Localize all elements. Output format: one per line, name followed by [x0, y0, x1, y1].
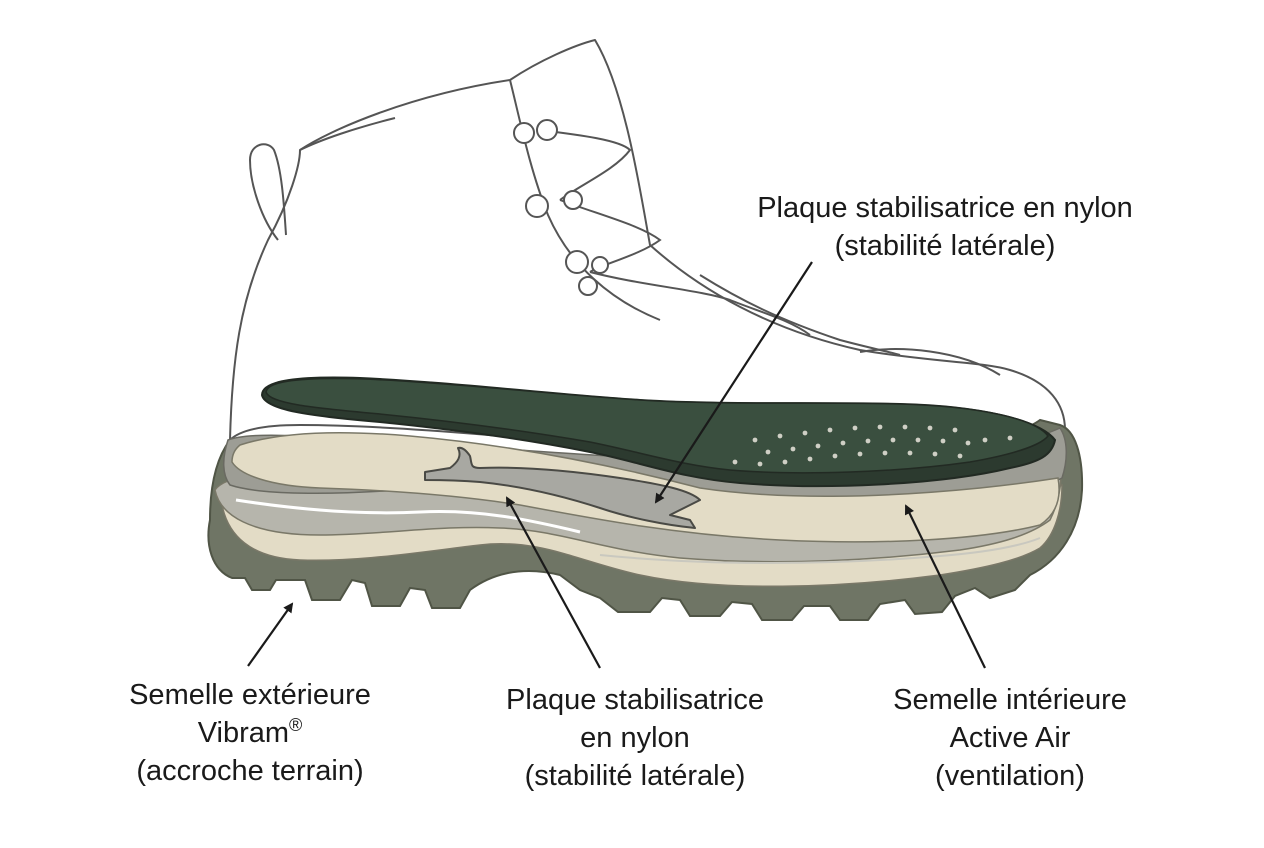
label-line: (stabilité latérale) — [524, 760, 746, 792]
label-line: Semelle extérieure — [129, 679, 371, 711]
toe-cap-line — [859, 348, 1001, 376]
eyelet-hook-5 — [565, 250, 589, 274]
label-line: (accroche terrain) — [136, 755, 364, 787]
label-line: Semelle intérieure — [893, 684, 1127, 716]
eyelet-hook-2 — [536, 119, 558, 141]
collar-line — [299, 117, 396, 151]
label-insole: Semelle intérieure Active Air (ventilati… — [850, 681, 1170, 795]
eyelet-hook-1 — [513, 122, 535, 144]
label-outsole: Semelle extérieure Vibram® (accroche ter… — [80, 676, 420, 790]
label-nylon-plate-top: Plaque stabilisatrice en nylon (stabilit… — [715, 189, 1175, 265]
eyelet-hook-4 — [563, 190, 583, 210]
eyelet-hook-3 — [525, 194, 549, 218]
brand-name: Vibram — [197, 717, 290, 749]
label-line: (ventilation) — [935, 760, 1085, 792]
sole-stripe-2 — [599, 537, 1041, 565]
lace-3 — [589, 271, 811, 336]
lacing — [513, 119, 901, 356]
lace-1 — [539, 129, 632, 201]
eyelet-hook-6 — [578, 276, 598, 296]
label-nylon-plate: Plaque stabilisatrice en nylon (stabilit… — [455, 681, 815, 795]
nylon-stabilizer-plate — [424, 446, 701, 529]
arrow-plate — [506, 496, 601, 669]
eyelet-hook-7 — [591, 256, 609, 274]
sole-stripe-1 — [235, 498, 581, 534]
ventilation-holes — [732, 424, 1013, 467]
registered-mark: ® — [289, 715, 303, 735]
label-line: Plaque stabilisatrice en nylon — [757, 192, 1133, 224]
label-line-brand: Vibram® — [80, 714, 420, 752]
lace-4 — [699, 274, 901, 356]
insole-active-air — [265, 377, 1049, 474]
label-line: Active Air — [949, 722, 1071, 754]
arrow-top-plate — [654, 261, 813, 504]
callout-arrows — [247, 261, 986, 669]
label-line: (stabilité latérale) — [834, 230, 1056, 262]
label-line: Plaque stabilisatrice — [506, 684, 764, 716]
pull-loop — [249, 143, 287, 241]
arrow-outsole — [247, 602, 294, 667]
label-line: en nylon — [580, 722, 690, 754]
arrow-insole — [905, 504, 986, 669]
tongue-line — [509, 79, 661, 321]
